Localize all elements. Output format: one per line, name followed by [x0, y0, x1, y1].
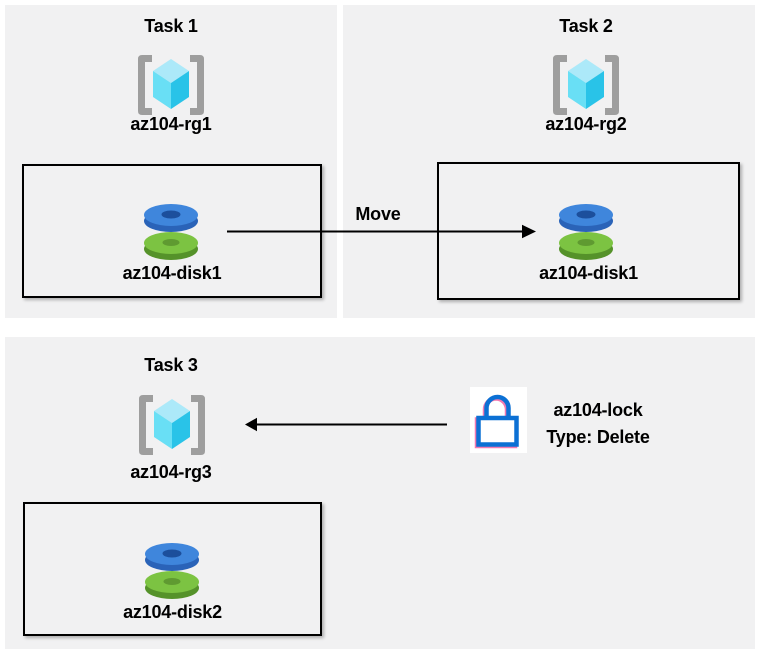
disk-label: az104-disk1: [122, 263, 222, 283]
delete-lock-icon: [470, 387, 527, 453]
disk-label: az104-disk2: [123, 602, 222, 622]
lock-arrow-icon: [245, 417, 447, 432]
disk-label: az104-disk1: [539, 263, 638, 283]
lock-name-label: az104-lock: [553, 400, 643, 420]
move-label: Move: [355, 204, 401, 224]
resource-group-icon: [553, 55, 619, 115]
resource-group-icon: [138, 55, 204, 115]
managed-disk-icon: [559, 204, 613, 260]
task-1-title: Task 1: [144, 16, 198, 36]
lock-type-label: Type: Delete: [546, 427, 650, 447]
resource-group-icon: [139, 395, 205, 455]
task-2-title: Task 2: [559, 16, 613, 36]
task-3-title: Task 3: [144, 355, 198, 375]
resource-group-label: az104-rg1: [130, 114, 212, 134]
managed-disk-icon: [144, 204, 198, 260]
managed-disk-icon: [145, 543, 199, 599]
resource-group-label: az104-rg2: [545, 114, 627, 134]
resource-group-label: az104-rg3: [130, 462, 212, 482]
move-arrow-icon: [227, 224, 536, 239]
lock-text: az104-lock Type: Delete: [518, 397, 678, 451]
